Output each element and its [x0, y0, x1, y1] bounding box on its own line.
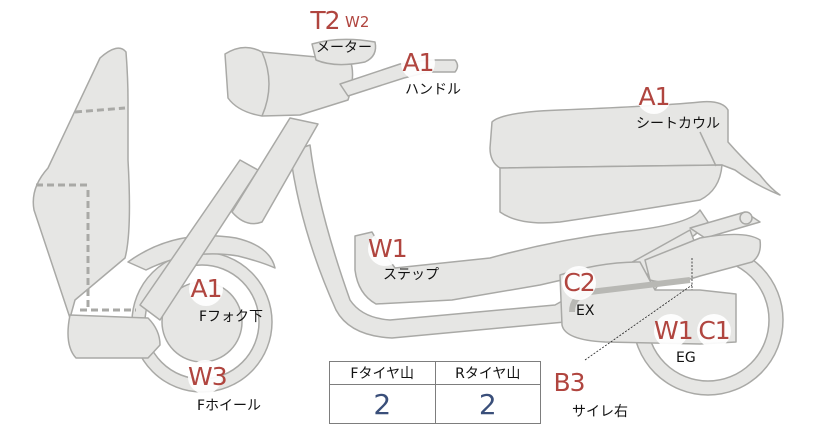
exhaust-label: EX — [576, 303, 595, 319]
front-fork-label: Fフォク下 — [199, 309, 264, 325]
side-stand-grade: B3 — [552, 366, 586, 400]
handle-label: ハンドル — [405, 82, 461, 98]
step-floor — [354, 209, 709, 305]
side-stand-label: サイレ右 — [572, 404, 628, 420]
tire-tread-table: Fタイヤ山 Rタイヤ山 2 2 — [329, 361, 541, 424]
exhaust-grade: C2 — [562, 266, 596, 300]
rear-tread-header: Rタイヤ山 — [434, 361, 541, 385]
front-fork-grade: A1 — [189, 272, 223, 306]
meter-grade-w: W2 — [345, 10, 369, 34]
meter-housing — [311, 38, 377, 66]
front-tread-header: Fタイヤ山 — [329, 361, 436, 385]
seat-lower — [499, 164, 723, 224]
step-grade: W1 — [368, 232, 408, 266]
front-wheel-grade: W3 — [188, 360, 228, 394]
meter-label: メーター — [316, 40, 372, 56]
leader-line — [584, 284, 693, 361]
engine-grade-c: C1 — [697, 314, 731, 348]
steering-stem — [231, 117, 319, 225]
engine-grade-w: W1 — [654, 314, 694, 348]
front-fork-lower — [67, 314, 161, 359]
rear-tread-value: 2 — [434, 384, 541, 424]
handle-grade: A1 — [401, 46, 435, 80]
front-legshield — [32, 47, 131, 319]
seat-cowl-label: シートカウル — [636, 116, 720, 132]
engine-lower — [559, 261, 737, 345]
step-label: ステップ — [383, 267, 439, 283]
seat-cowl-grade: A1 — [637, 80, 671, 114]
meter-grade-t: T2 — [308, 4, 342, 38]
seat-cowl — [489, 100, 781, 196]
front-tread-value: 2 — [329, 384, 436, 424]
engine-label: EG — [676, 350, 696, 366]
front-wheel-label: Fホイール — [197, 398, 262, 414]
